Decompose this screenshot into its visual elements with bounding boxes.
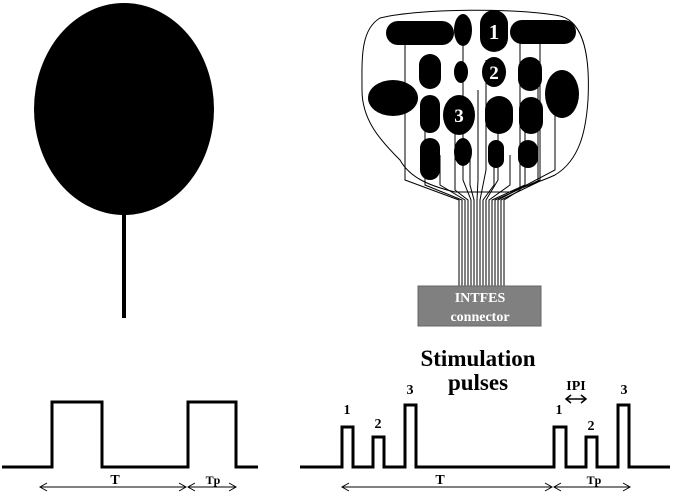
pad <box>510 20 576 44</box>
pad <box>519 97 543 134</box>
stimulation-title-line2: pulses <box>448 370 508 395</box>
right-pulse-width-arrow <box>552 482 632 492</box>
pad <box>518 140 538 168</box>
electrode-label-1: 1 <box>489 20 500 44</box>
left-pulse-width-label: Tp <box>206 473 221 487</box>
connector-label-line2: connector <box>450 310 509 325</box>
ipi-arrow <box>564 394 588 404</box>
electrode-label-2: 2 <box>489 63 499 84</box>
left-pulse-train <box>2 400 258 469</box>
pad <box>480 10 508 52</box>
pad <box>482 57 506 87</box>
pad <box>454 14 472 46</box>
left-waveform: T Tp <box>2 400 258 492</box>
connector-label-line1: INTFES <box>455 291 506 306</box>
right-period-arrow <box>340 482 554 492</box>
pad <box>485 96 513 134</box>
right-pulse-width-label: Tp <box>587 473 602 487</box>
pad <box>386 21 454 45</box>
pad <box>368 80 418 116</box>
left-period-arrow <box>38 482 188 492</box>
pad <box>545 70 579 118</box>
pad <box>420 95 440 133</box>
single-pad-electrode <box>34 3 214 318</box>
pad <box>488 140 504 168</box>
right-period-label: T <box>435 473 445 488</box>
left-period-label: T <box>110 473 120 488</box>
intfes-connector-box <box>417 285 542 327</box>
pulse-label-1a: 1 <box>344 403 351 418</box>
pad <box>420 138 440 180</box>
pad <box>518 57 542 91</box>
electrode-label-3: 3 <box>454 106 464 127</box>
right-waveform: 1 2 3 1 2 3 IPI T Tp <box>300 379 670 492</box>
pad <box>443 95 475 135</box>
pad <box>419 54 441 89</box>
pad <box>454 61 468 83</box>
pulse-label-2b: 2 <box>588 419 595 434</box>
ipi-label: IPI <box>566 379 585 394</box>
right-pulse-train <box>300 403 670 469</box>
pulse-label-3b: 3 <box>621 383 628 398</box>
single-pad-ellipse <box>34 3 214 215</box>
stimulation-title-line1: Stimulation <box>420 346 535 371</box>
left-pulse-width-arrow <box>186 482 238 492</box>
pulse-label-3a: 3 <box>407 383 414 398</box>
pad <box>454 138 472 166</box>
electrode-substrate-outline <box>361 9 589 193</box>
multi-pad-electrode: 1 2 3 INTFES connector <box>361 9 589 327</box>
pulse-label-2a: 2 <box>375 417 382 432</box>
pulse-label-1b: 1 <box>556 403 563 418</box>
electrode-pads <box>368 10 579 180</box>
